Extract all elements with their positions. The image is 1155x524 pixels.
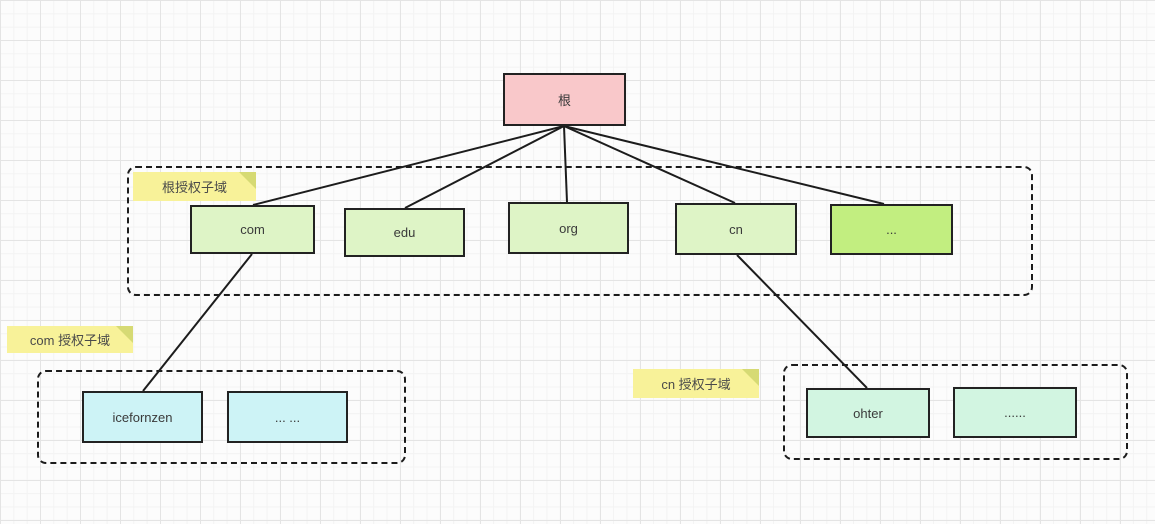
node-ohter[interactable]: ohter [806,388,930,438]
node-more-tld[interactable]: ... [830,204,953,255]
cn-zone-note-label: cn 授权子域 [661,377,731,392]
note-fold-icon [742,369,759,386]
node-com[interactable]: com [190,205,315,254]
note-fold-icon [116,326,133,343]
node-org[interactable]: org [508,202,629,254]
node-com-more[interactable]: ... ... [227,391,348,443]
com-zone-note[interactable]: com 授权子域 [7,326,133,353]
root-zone-note-label: 根授权子域 [161,180,227,195]
node-root[interactable]: 根 [503,73,626,126]
node-cn[interactable]: cn [675,203,797,255]
cn-zone-note[interactable]: cn 授权子域 [633,369,759,398]
note-fold-icon [239,172,256,189]
edge-root-org [563,125,568,203]
edge-root-com [252,125,565,206]
root-zone-note[interactable]: 根授权子域 [133,172,256,201]
edge-root-cn [563,125,736,204]
cn-zone-frame[interactable] [783,364,1128,460]
com-zone-note-label: com 授权子域 [29,333,111,348]
node-edu[interactable]: edu [344,208,465,257]
node-cn-more[interactable]: ...... [953,387,1077,438]
node-icefornzen[interactable]: icefornzen [82,391,203,443]
edge-com-icefornzen [142,253,253,392]
com-zone-frame[interactable] [37,370,406,464]
edge-root-more [563,125,885,205]
root-zone-frame[interactable] [127,166,1033,296]
